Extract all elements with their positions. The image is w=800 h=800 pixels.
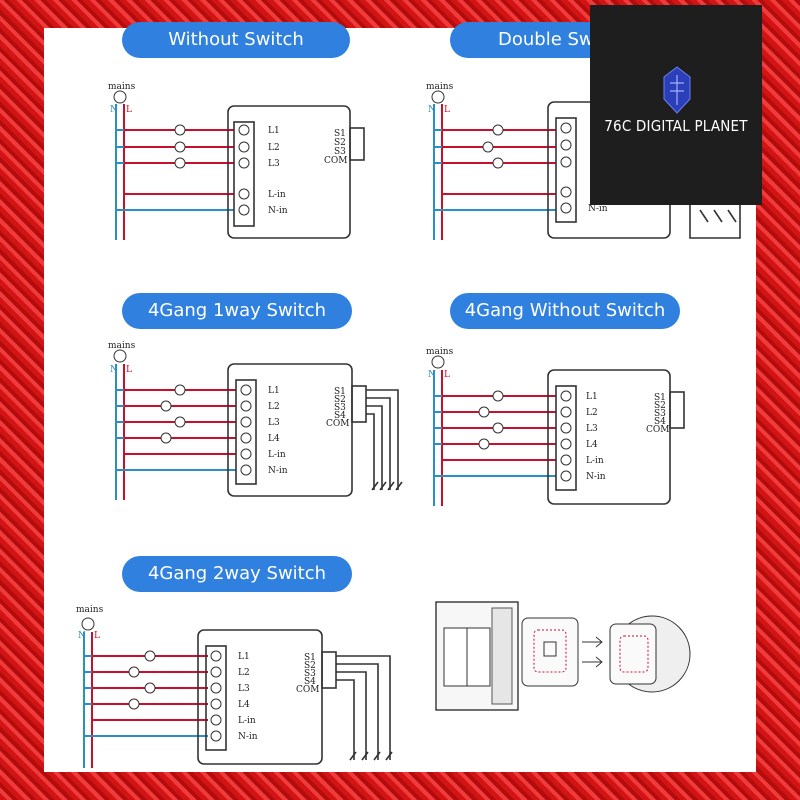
s2-label: S2 [334, 395, 346, 405]
s3-label: S3 [334, 147, 346, 157]
n-label: N [110, 365, 118, 375]
com-label: COM [646, 425, 669, 435]
nin-label: N-in [586, 472, 606, 482]
s4-label: S4 [304, 677, 316, 687]
s3-label: S3 [334, 403, 346, 413]
l2-label: L2 [586, 408, 598, 418]
watermark-text: 76C DIGITAL PLANET [604, 117, 748, 135]
n-label: N [78, 631, 86, 641]
mains-label: mains [426, 347, 454, 357]
logo-emblem-icon [663, 66, 691, 114]
s4-label: S4 [334, 411, 346, 421]
s1-label: S1 [304, 653, 316, 663]
s2-label: S2 [334, 138, 346, 148]
n-label: N [110, 105, 118, 115]
l1-label: L1 [268, 386, 280, 396]
s3-label: S3 [654, 409, 666, 419]
l-label: L [126, 365, 132, 375]
s2-label: S2 [304, 661, 316, 671]
lin-label: L-in [238, 716, 256, 726]
l3-label: L3 [238, 684, 250, 694]
s2-label: S2 [654, 401, 666, 411]
title-without-switch: Without Switch [122, 22, 350, 58]
nin-label: N-in [588, 204, 608, 214]
com-label: COM [326, 419, 349, 429]
s3-label: S3 [304, 669, 316, 679]
lin-label: L-in [268, 450, 286, 460]
wall-box-image [609, 615, 691, 693]
s1-label: S1 [334, 387, 346, 397]
n-label: N [428, 370, 436, 380]
title-4gang-2way-switch: 4Gang 2way Switch [122, 556, 352, 592]
watermark-logo: 76C DIGITAL PLANET [590, 5, 762, 205]
lin-label: L-in [586, 456, 604, 466]
l4-label: L4 [238, 700, 250, 710]
l3-label: L3 [268, 418, 280, 428]
n-label: N [428, 105, 436, 115]
l4-label: L4 [268, 434, 280, 444]
s4-label: S4 [654, 417, 666, 427]
mains-label: mains [76, 605, 104, 615]
com-label: COM [296, 685, 319, 695]
lin-label: L-in [268, 190, 286, 200]
l2-label: L2 [268, 402, 280, 412]
l3-label: L3 [268, 159, 280, 169]
mains-label: mains [108, 341, 136, 351]
s1-label: S1 [654, 393, 666, 403]
nin-label: N-in [238, 732, 258, 742]
com-label: COM [324, 156, 347, 166]
l2-label: L2 [238, 668, 250, 678]
mains-label: mains [426, 82, 454, 92]
l-label: L [444, 370, 450, 380]
l2-label: L2 [268, 143, 280, 153]
wall-switch-image [435, 601, 519, 711]
title-4gang-without-switch: 4Gang Without Switch [450, 293, 680, 329]
nin-label: N-in [268, 466, 288, 476]
l-label: L [126, 105, 132, 115]
l1-label: L1 [268, 126, 280, 136]
mains-label: mains [108, 82, 136, 92]
l1-label: L1 [586, 392, 598, 402]
l3-label: L3 [586, 424, 598, 434]
s1-label: S1 [334, 129, 346, 139]
l-label: L [94, 631, 100, 641]
l1-label: L1 [238, 652, 250, 662]
product-illustration [435, 601, 691, 711]
title-4gang-1way-switch: 4Gang 1way Switch [122, 293, 352, 329]
l4-label: L4 [586, 440, 598, 450]
l-label: L [444, 105, 450, 115]
nin-label: N-in [268, 206, 288, 216]
smart-module-image [521, 617, 579, 687]
